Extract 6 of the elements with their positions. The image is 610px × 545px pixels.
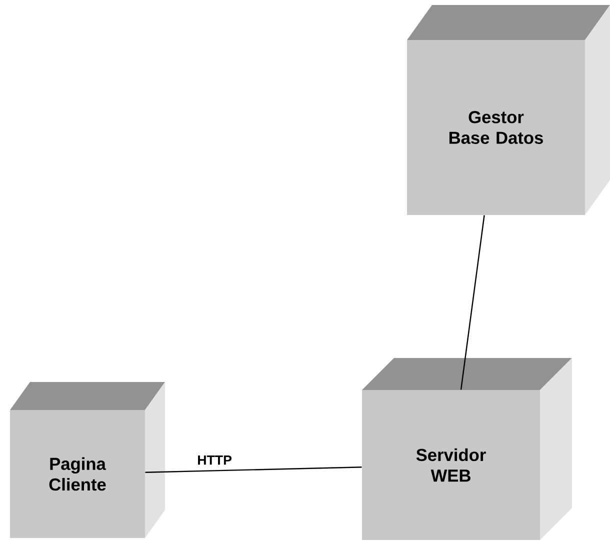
node-cube: Gestor Base Datos <box>407 5 610 215</box>
connector-line <box>145 466 362 473</box>
connector-line <box>460 215 485 390</box>
node-cube: Servidor WEB <box>362 358 572 540</box>
node-cube: Pagina Cliente <box>10 382 165 538</box>
edge-label: HTTP <box>198 455 232 465</box>
